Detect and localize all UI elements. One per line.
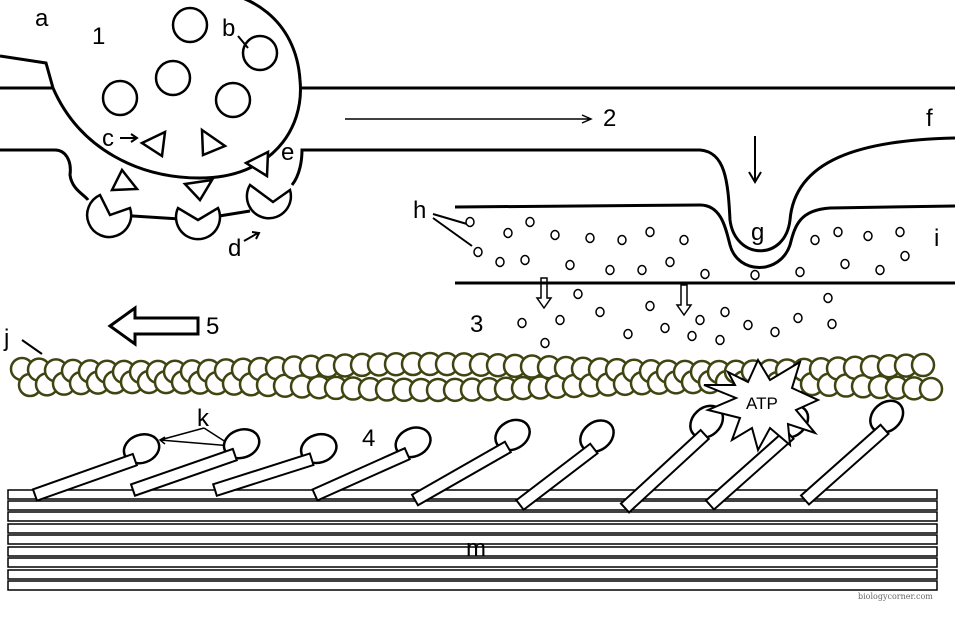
molecule-dot: [770, 326, 780, 338]
label-c: c: [102, 125, 114, 152]
molecule-dot: [645, 300, 655, 312]
credit-text: biologycorner.com: [858, 592, 933, 601]
myosin-strand: [7, 569, 938, 580]
molecule-dot: [720, 306, 730, 318]
molecule-dot: [687, 330, 697, 342]
actin-bead: [910, 352, 936, 378]
arrow-h: [432, 213, 473, 247]
molecule-dot: [637, 264, 647, 276]
molecule-dot: [555, 314, 565, 326]
label-k: k: [197, 405, 210, 432]
myosin-strand: [7, 546, 938, 557]
molecule-dot: [665, 256, 675, 268]
myosin-strand: [7, 534, 938, 545]
label-g: g: [751, 219, 764, 246]
label-3: 3: [470, 311, 483, 338]
label-1: 1: [92, 23, 105, 50]
molecule-dot: [585, 232, 595, 244]
molecule-dot: [833, 226, 843, 238]
label-b: b: [222, 15, 235, 42]
molecule-dot: [540, 337, 550, 349]
atp-label: ATP: [746, 394, 778, 413]
molecule-dot: [605, 264, 615, 276]
molecule-dot: [823, 292, 833, 304]
arrow-c: [120, 133, 139, 143]
arrow-j: [21, 339, 43, 355]
molecule-dot: [465, 216, 475, 228]
label-h: h: [413, 197, 426, 224]
label-f: f: [926, 105, 933, 132]
label-a: a: [35, 5, 49, 32]
label-2: 2: [603, 105, 616, 132]
label-5: 5: [206, 313, 219, 340]
myosin-filament: [7, 489, 938, 591]
molecule-dot: [810, 234, 820, 246]
label-i: i: [934, 225, 939, 252]
actin-bead: [918, 376, 944, 402]
myosin-head: [129, 428, 261, 497]
molecule-dot: [793, 312, 803, 324]
molecule-dot: [473, 246, 483, 258]
arrow-b: [237, 35, 249, 49]
arrow-5: [107, 305, 200, 347]
label-4: 4: [362, 425, 375, 452]
molecule-dot: [715, 334, 725, 346]
molecule-dot: [645, 226, 655, 238]
molecule-dot: [573, 288, 583, 300]
molecule-dot: [550, 229, 560, 241]
acetylcholine-molecules: [465, 216, 910, 349]
molecule-dot: [617, 234, 627, 246]
molecule-dot: [840, 258, 850, 270]
myosin-head: [211, 432, 338, 497]
molecule-dot: [695, 314, 705, 326]
molecule-dot: [520, 254, 530, 266]
myosin-head: [31, 433, 161, 502]
molecule-dot: [875, 264, 885, 276]
molecule-dot: [795, 266, 805, 278]
arrow-k: [158, 427, 234, 451]
myosin-head: [799, 399, 905, 506]
synaptic-vesicles: [101, 6, 279, 119]
arrow-2: [345, 114, 593, 124]
myosin-head: [410, 418, 531, 507]
molecule-dot: [895, 226, 905, 238]
myosin-head: [311, 426, 432, 502]
myosin-strand: [7, 500, 938, 511]
myosin-head: [619, 404, 725, 514]
molecule-dot: [863, 230, 873, 242]
molecule-dot: [503, 227, 513, 239]
label-e: e: [281, 139, 294, 166]
molecule-dot: [623, 328, 633, 340]
molecule-dot: [517, 317, 527, 329]
molecule-dot: [679, 234, 689, 246]
molecule-dot: [700, 268, 710, 280]
molecule-dot: [495, 256, 505, 268]
atp-burst: ATP: [703, 357, 821, 453]
arrow-d: [243, 231, 261, 242]
myosin-strand: [7, 523, 938, 534]
molecule-dot: [595, 306, 605, 318]
molecule-dot: [743, 319, 753, 331]
myosin-strand: [7, 489, 938, 500]
myosin-strand: [7, 511, 938, 522]
myosin-strand: [7, 557, 938, 568]
label-j: j: [3, 325, 9, 352]
arrow-down-g: [748, 136, 762, 184]
myosin-strand: [7, 580, 938, 591]
molecule-dot: [827, 318, 837, 330]
molecule-dot: [565, 259, 575, 271]
receptors: [85, 183, 293, 241]
myosin-head: [514, 419, 615, 512]
neurotransmitters: [109, 127, 270, 203]
label-m: m: [466, 535, 486, 562]
molecule-dot: [660, 322, 670, 334]
diffusion-arrows: [535, 277, 693, 317]
molecule-dot: [750, 269, 760, 281]
label-d: d: [228, 235, 241, 262]
sarcolemma-top: [454, 203, 955, 269]
myosin-heads: [31, 399, 905, 514]
molecule-dot: [525, 216, 535, 228]
molecule-dot: [900, 250, 910, 262]
